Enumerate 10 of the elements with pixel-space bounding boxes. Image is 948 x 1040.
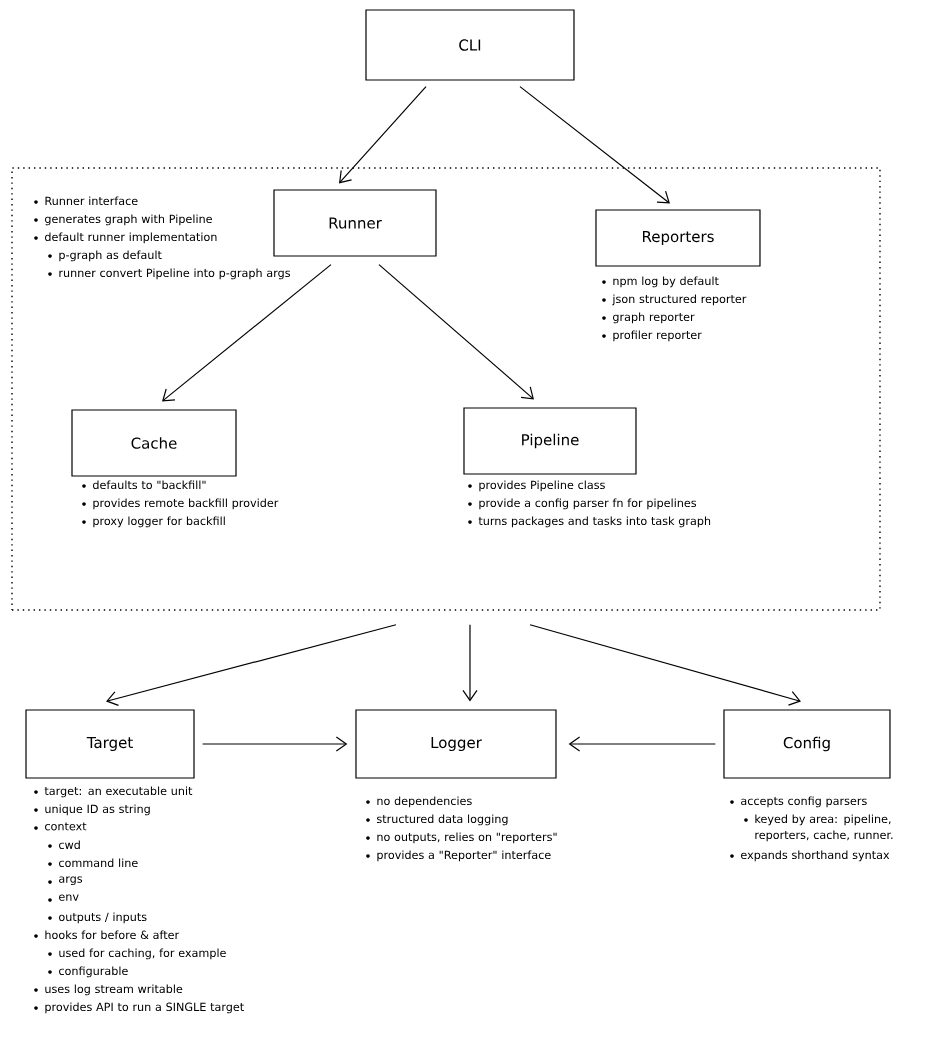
arrow [519, 86, 670, 204]
arrow [529, 624, 801, 706]
arrow [162, 264, 332, 402]
group-frame [11, 167, 881, 611]
arrow [462, 624, 478, 702]
arrow [339, 86, 427, 184]
arrow [568, 736, 716, 752]
arrow [202, 736, 348, 752]
arrow [378, 264, 534, 400]
arrow [106, 624, 397, 706]
